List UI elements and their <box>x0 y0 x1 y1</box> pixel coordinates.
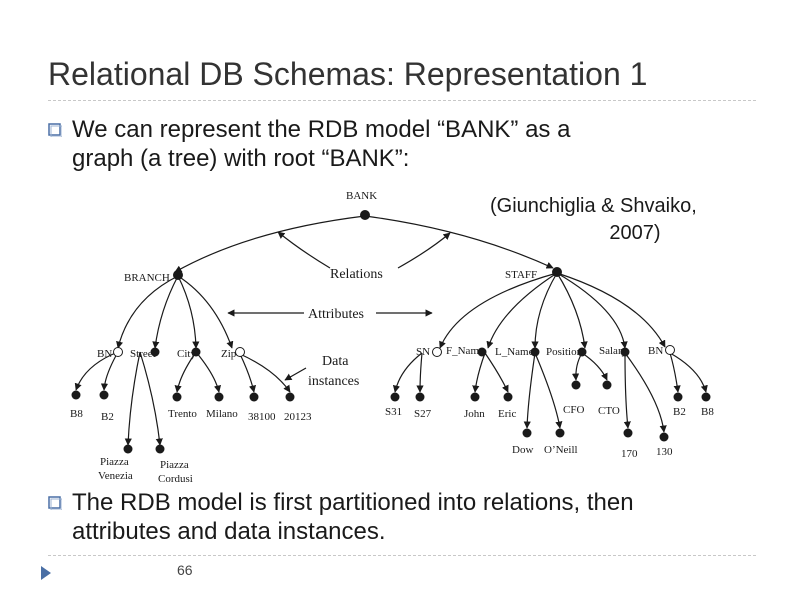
annotation-instances: instances <box>308 374 359 389</box>
label-street: Street <box>130 348 156 360</box>
label-sn: SN <box>416 346 430 358</box>
checkbox-bullet-icon <box>48 123 62 137</box>
citation-line-2: 2007) <box>609 222 661 244</box>
bullet-1-line-1: We can represent the RDB model “BANK” as… <box>72 116 571 143</box>
value-john: John <box>464 408 485 420</box>
checkbox-bullet-icon <box>48 496 62 510</box>
bullet-2-line-1: The RDB model is first partitioned into … <box>72 489 634 516</box>
bullet-1: We can represent the RDB model “BANK” as… <box>48 115 748 173</box>
value-b2: B2 <box>101 411 114 423</box>
value-b8: B8 <box>70 408 83 420</box>
node-l-name <box>530 347 540 357</box>
value-dow: Dow <box>512 444 533 456</box>
label-city: City <box>177 348 196 360</box>
page-number: 66 <box>177 562 193 578</box>
node-salary <box>620 347 630 357</box>
bullet-2-line-2: attributes and data instances. <box>72 518 386 545</box>
annotation-relations: Relations <box>330 267 383 282</box>
node-branch-bn-key <box>113 347 123 357</box>
value-s31: S31 <box>385 406 402 418</box>
node-sn-key <box>432 347 442 357</box>
value-staff-b2: B2 <box>673 406 686 418</box>
node-staff-bn-key <box>665 345 675 355</box>
annotation-data: Data <box>322 354 349 369</box>
title-divider <box>48 100 756 101</box>
node-f-name <box>477 347 487 357</box>
value-170: 170 <box>621 448 638 460</box>
value-cfo: CFO <box>563 404 584 416</box>
label-position: Position <box>546 346 583 358</box>
bullet-1-line-2: graph (a tree) with root “BANK”: <box>72 145 410 172</box>
node-staff <box>552 267 562 277</box>
value-piazza-cordusi-1: Piazza <box>160 459 189 471</box>
value-cto: CTO <box>598 405 620 417</box>
value-38100: 38100 <box>248 411 276 423</box>
value-milano: Milano <box>206 408 238 420</box>
label-zip: Zip <box>221 348 237 360</box>
value-trento: Trento <box>168 408 197 420</box>
label-salary: Salary <box>599 345 628 357</box>
node-branch <box>173 270 183 280</box>
chevron-right-icon <box>41 566 51 580</box>
node-bank <box>360 210 370 220</box>
label-bank: BANK <box>346 190 377 202</box>
annotation-attributes: Attributes <box>308 307 364 322</box>
node-position <box>577 347 587 357</box>
bullet-2: The RDB model is first partitioned into … <box>48 488 768 546</box>
value-s27: S27 <box>414 408 432 420</box>
footer-divider <box>48 555 756 556</box>
value-piazza-venezia-2: Venezia <box>98 470 133 482</box>
value-staff-b8: B8 <box>701 406 714 418</box>
value-piazza-venezia-1: Piazza <box>100 456 129 468</box>
node-street <box>150 347 160 357</box>
slide-title: Relational DB Schemas: Representation 1 <box>48 56 648 92</box>
value-130: 130 <box>656 446 673 458</box>
label-l-name: L_Name <box>495 346 534 358</box>
value-piazza-cordusi-2: Cordusi <box>158 473 193 485</box>
node-city <box>191 347 201 357</box>
citation-line-1: (Giunchiglia & Shvaiko, <box>490 195 697 217</box>
citation: (Giunchiglia & Shvaiko, 2007) <box>490 193 740 247</box>
value-20123: 20123 <box>284 411 312 423</box>
node-zip-key <box>235 347 245 357</box>
label-staff: STAFF <box>505 269 537 281</box>
label-f-name: F_Name <box>446 345 484 357</box>
label-branch: BRANCH <box>124 272 170 284</box>
label-branch-bn: BN <box>97 348 112 360</box>
value-eric: Eric <box>498 408 516 420</box>
value-oneill: O’Neill <box>544 444 578 456</box>
label-staff-bn: BN <box>648 345 663 357</box>
